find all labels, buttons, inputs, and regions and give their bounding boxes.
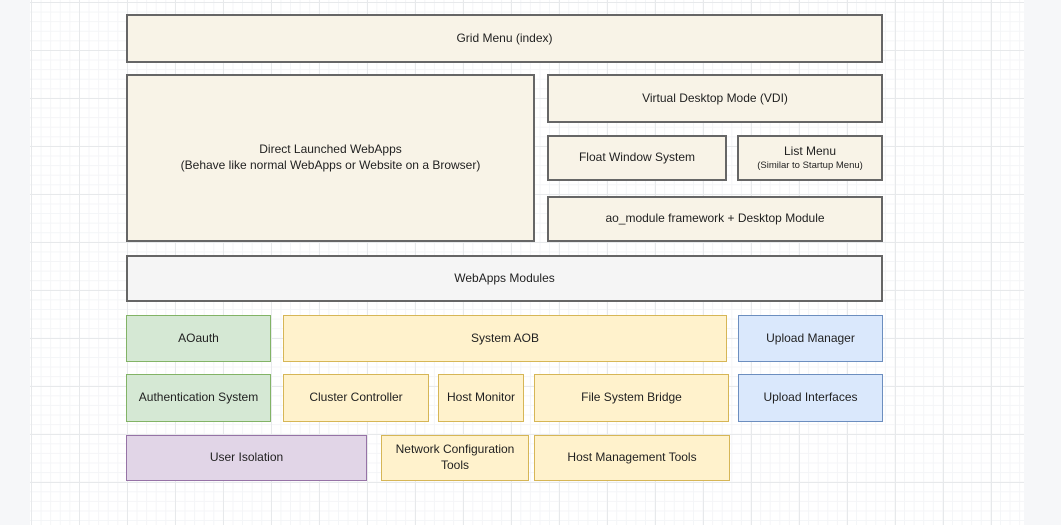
node-label: Float Window System <box>578 150 696 165</box>
node-upload-manager[interactable]: Upload Manager <box>738 315 883 362</box>
node-host-management-tools[interactable]: Host Management Tools <box>534 435 730 481</box>
node-cluster-controller[interactable]: Cluster Controller <box>283 374 429 422</box>
node-label: Grid Menu (index) <box>456 30 553 45</box>
node-aoauth[interactable]: AOauth <box>126 315 271 362</box>
node-label: Cluster Controller <box>309 390 403 405</box>
node-network-configuration-tools[interactable]: Network Configuration Tools <box>381 435 529 481</box>
node-label: Host Management Tools <box>567 450 697 465</box>
node-label: Direct Launched WebApps <box>259 142 402 157</box>
node-label: Authentication System <box>138 390 259 405</box>
node-label: Upload Interfaces <box>763 390 858 405</box>
node-host-monitor[interactable]: Host Monitor <box>438 374 524 422</box>
node-direct-launched-webapps[interactable]: Direct Launched WebApps (Behave like nor… <box>126 74 535 242</box>
node-file-system-bridge[interactable]: File System Bridge <box>534 374 729 422</box>
node-label: ao_module framework + Desktop Module <box>605 211 825 226</box>
node-label: AOauth <box>178 330 219 345</box>
node-list-menu[interactable]: List Menu (Similar to Startup Menu) <box>737 135 883 181</box>
node-float-window-system[interactable]: Float Window System <box>547 135 727 181</box>
node-authentication-system[interactable]: Authentication System <box>126 374 271 422</box>
node-upload-interfaces[interactable]: Upload Interfaces <box>738 374 883 422</box>
node-label: User Isolation <box>209 450 284 465</box>
node-virtual-desktop-mode[interactable]: Virtual Desktop Mode (VDI) <box>547 74 883 123</box>
node-label: Network Configuration Tools <box>395 442 515 472</box>
node-label: WebApps Modules <box>454 270 555 285</box>
node-sublabel: (Behave like normal WebApps or Website o… <box>180 158 481 172</box>
node-sublabel: (Similar to Startup Menu) <box>757 159 863 171</box>
node-grid-menu[interactable]: Grid Menu (index) <box>126 14 883 63</box>
node-system-aob[interactable]: System AOB <box>283 315 727 362</box>
node-label: Host Monitor <box>446 390 516 405</box>
node-label: Upload Manager <box>766 330 855 345</box>
node-webapps-modules[interactable]: WebApps Modules <box>126 255 883 302</box>
node-label: System AOB <box>470 330 540 345</box>
node-label: File System Bridge <box>581 390 682 405</box>
node-label: List Menu <box>783 144 837 159</box>
node-label: Virtual Desktop Mode (VDI) <box>642 90 788 105</box>
node-user-isolation[interactable]: User Isolation <box>126 435 367 481</box>
node-ao-module-framework[interactable]: ao_module framework + Desktop Module <box>547 196 883 242</box>
